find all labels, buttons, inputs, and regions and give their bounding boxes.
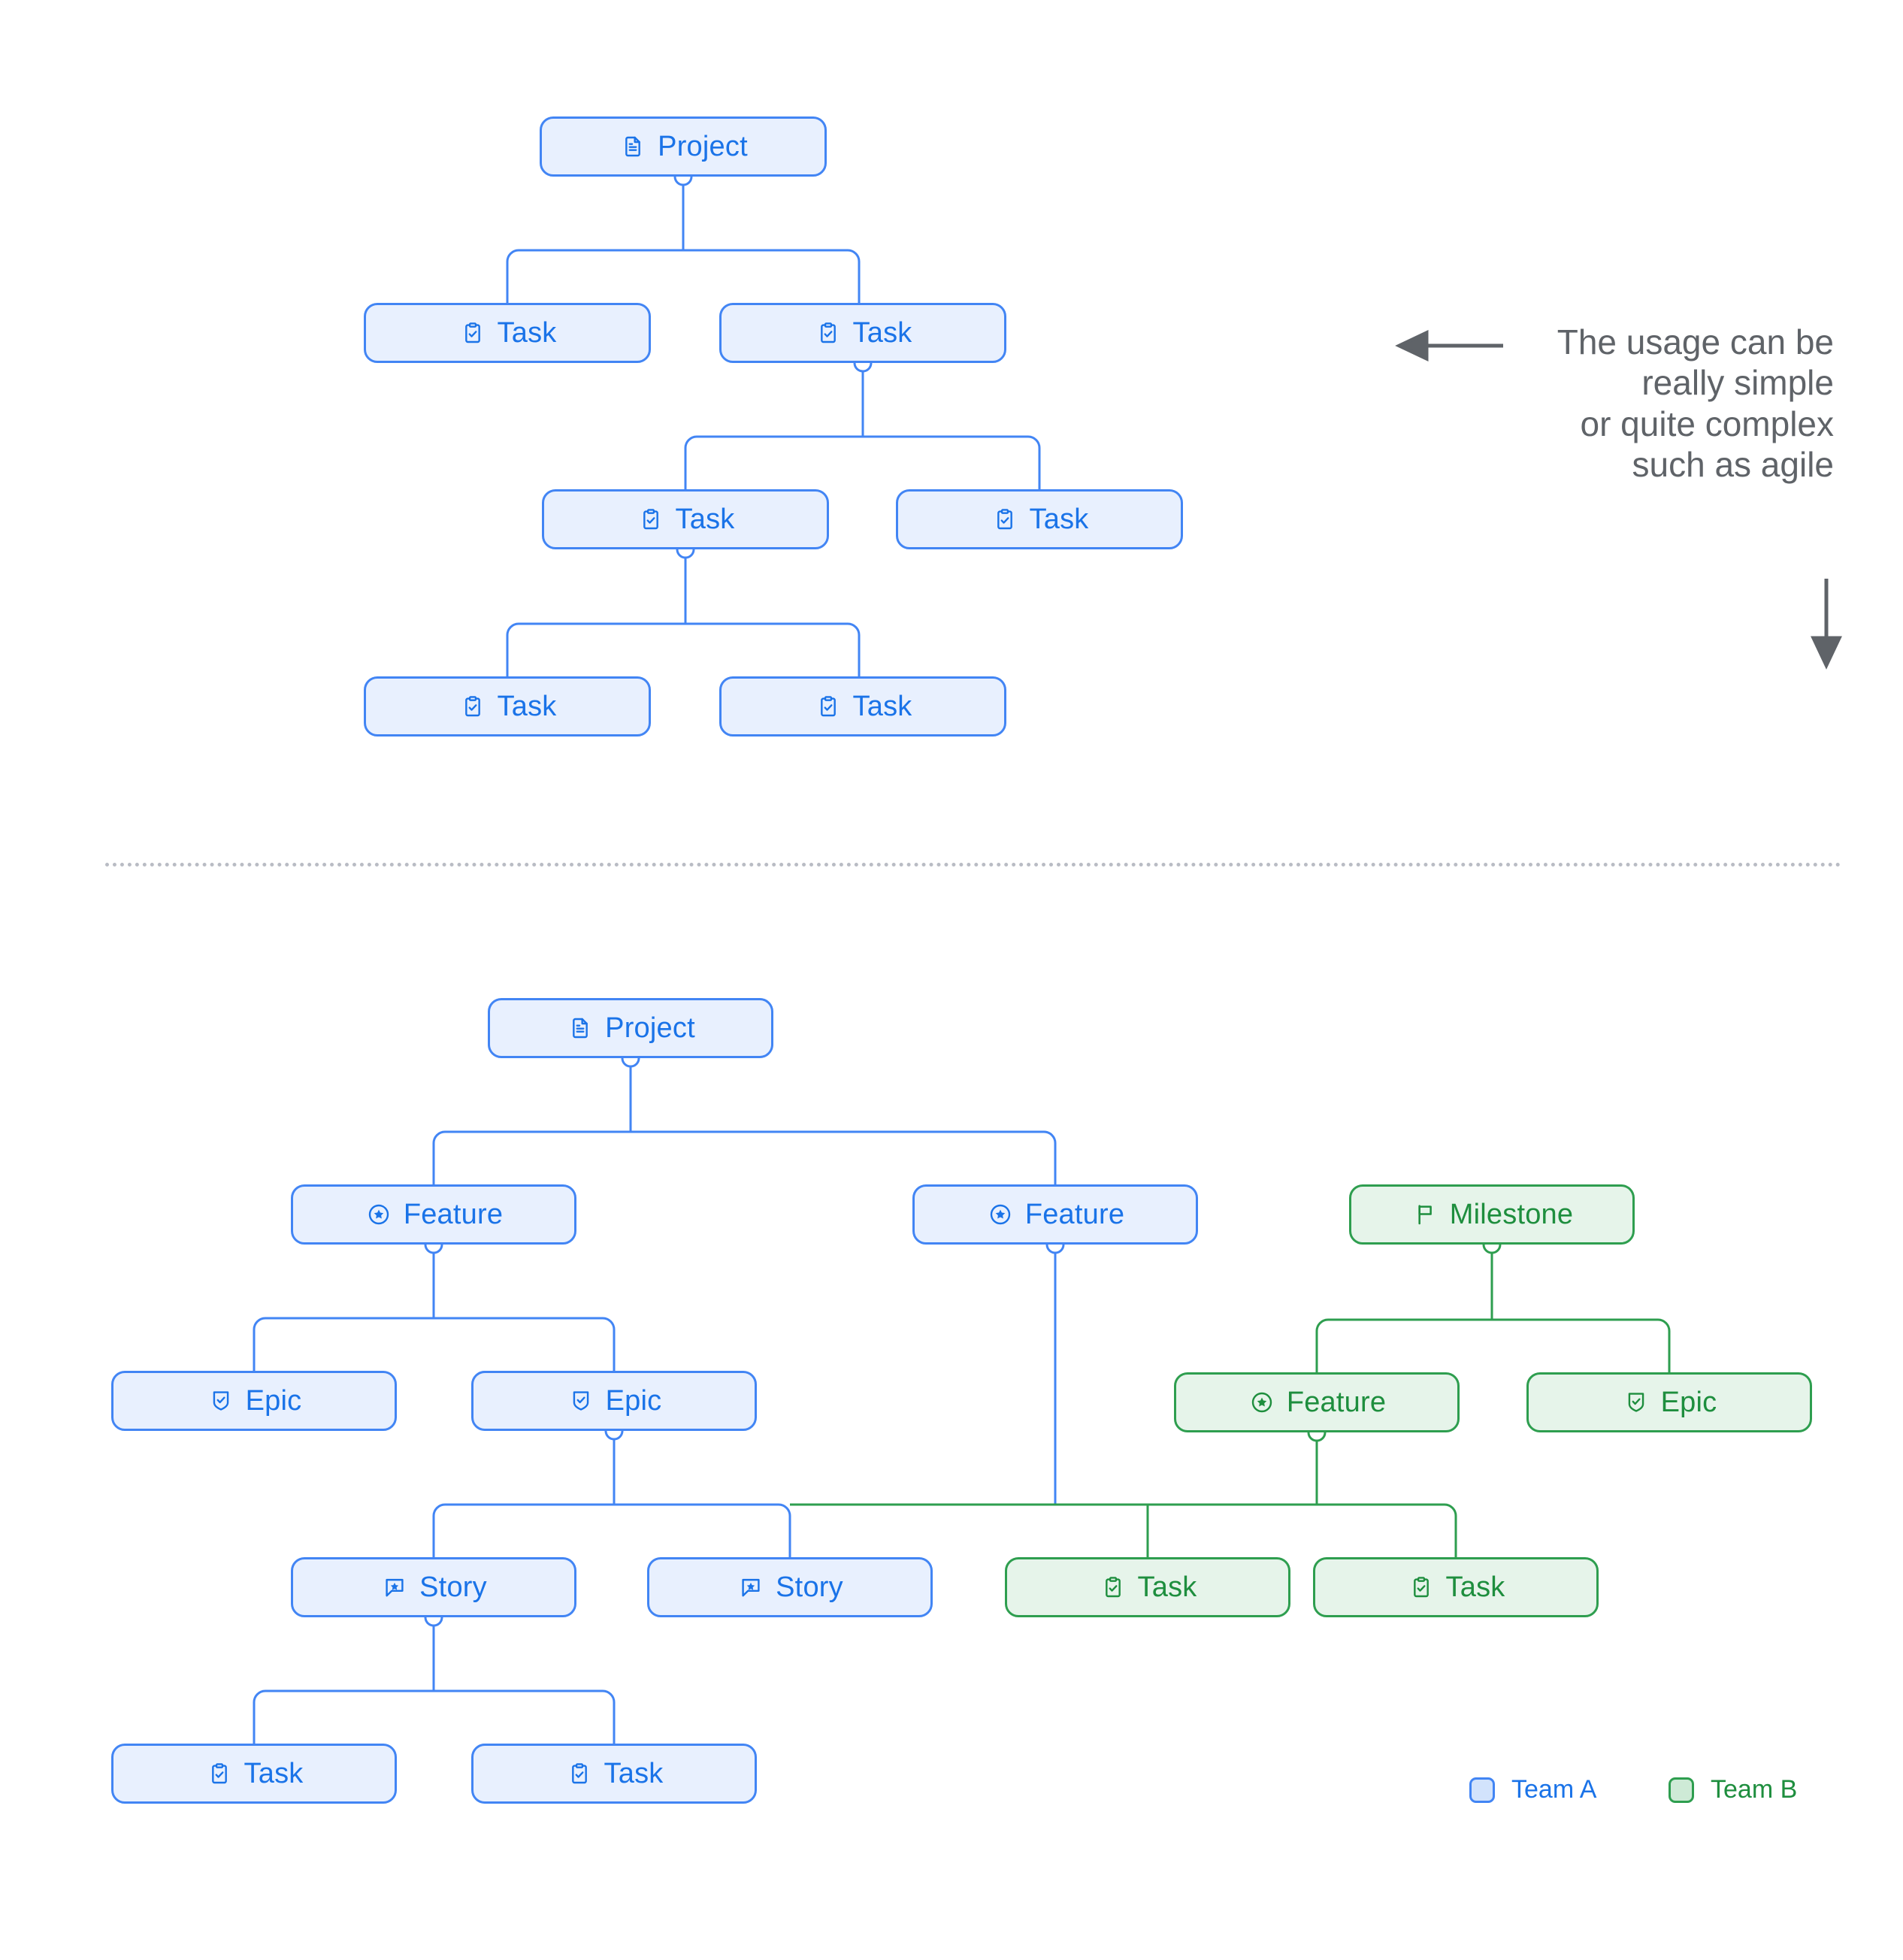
story-bubble-icon (380, 1573, 409, 1602)
section-divider (105, 863, 1841, 867)
node-label: Project (658, 131, 748, 162)
node-label: Project (605, 1012, 695, 1044)
node-label: Feature (1024, 1199, 1125, 1230)
task-clipboard-icon (814, 319, 843, 347)
node-label: Task (852, 691, 912, 722)
node-task[interactable]: Task (1005, 1557, 1290, 1617)
feature-star-icon (1248, 1388, 1276, 1417)
node-label: Task (1445, 1571, 1505, 1603)
node-label: Task (604, 1758, 664, 1789)
legend-swatch-green-icon (1669, 1777, 1694, 1803)
document-icon (619, 132, 647, 161)
task-clipboard-icon (814, 692, 843, 721)
node-project[interactable]: Project (488, 998, 773, 1058)
node-feature[interactable]: Feature (1174, 1372, 1460, 1432)
task-clipboard-icon (991, 505, 1019, 534)
node-label: Task (1137, 1571, 1197, 1603)
epic-shield-icon (1622, 1388, 1650, 1417)
node-label: Milestone (1449, 1199, 1574, 1230)
node-label: Task (675, 504, 735, 535)
node-label: Feature (403, 1199, 504, 1230)
node-feature[interactable]: Feature (291, 1184, 576, 1245)
legend-label: Team A (1511, 1775, 1597, 1804)
node-task[interactable]: Task (719, 303, 1006, 363)
node-milestone[interactable]: Milestone (1349, 1184, 1635, 1245)
document-icon (566, 1014, 594, 1042)
annotation-line-3: or quite complex (1580, 404, 1835, 443)
node-task[interactable]: Task (364, 676, 651, 737)
annotation-line-2: really simple (1641, 363, 1834, 403)
node-story[interactable]: Story (647, 1557, 933, 1617)
node-project[interactable]: Project (540, 116, 827, 177)
feature-star-icon (986, 1200, 1015, 1229)
node-task[interactable]: Task (364, 303, 651, 363)
node-label: Task (497, 317, 557, 349)
story-bubble-icon (737, 1573, 765, 1602)
task-clipboard-icon (637, 505, 665, 534)
task-clipboard-icon (458, 319, 487, 347)
legend-team-b: Team B (1669, 1775, 1797, 1804)
annotation-line-4: such as agile (1632, 444, 1835, 484)
feature-star-icon (365, 1200, 393, 1229)
node-label: Task (244, 1758, 304, 1789)
legend-swatch-blue-icon (1469, 1777, 1495, 1803)
node-label: Feature (1286, 1387, 1387, 1418)
node-epic[interactable]: Epic (1526, 1372, 1812, 1432)
node-label: Task (852, 317, 912, 349)
node-label: Story (419, 1571, 487, 1603)
legend-team-a: Team A (1469, 1775, 1596, 1804)
node-epic[interactable]: Epic (471, 1371, 757, 1431)
node-label: Epic (605, 1385, 662, 1417)
task-clipboard-icon (565, 1759, 594, 1788)
task-clipboard-icon (205, 1759, 234, 1788)
node-story[interactable]: Story (291, 1557, 576, 1617)
node-label: Task (1029, 504, 1089, 535)
annotation-line-1: The usage can be (1557, 322, 1834, 361)
task-clipboard-icon (458, 692, 487, 721)
node-task[interactable]: Task (111, 1744, 397, 1804)
node-label: Task (497, 691, 557, 722)
node-label: Epic (1660, 1387, 1717, 1418)
node-task[interactable]: Task (542, 489, 829, 549)
task-clipboard-icon (1099, 1573, 1127, 1602)
node-epic[interactable]: Epic (111, 1371, 397, 1431)
node-label: Story (776, 1571, 843, 1603)
milestone-flag-icon (1411, 1200, 1439, 1229)
node-task[interactable]: Task (896, 489, 1183, 549)
task-clipboard-icon (1407, 1573, 1436, 1602)
node-task[interactable]: Task (1313, 1557, 1599, 1617)
node-task[interactable]: Task (471, 1744, 757, 1804)
annotation-text: The usage can be really simple or quite … (1473, 322, 1834, 485)
node-label: Epic (245, 1385, 302, 1417)
legend-label: Team B (1711, 1775, 1798, 1804)
epic-shield-icon (567, 1387, 595, 1415)
node-feature[interactable]: Feature (912, 1184, 1198, 1245)
node-task[interactable]: Task (719, 676, 1006, 737)
epic-shield-icon (207, 1387, 235, 1415)
